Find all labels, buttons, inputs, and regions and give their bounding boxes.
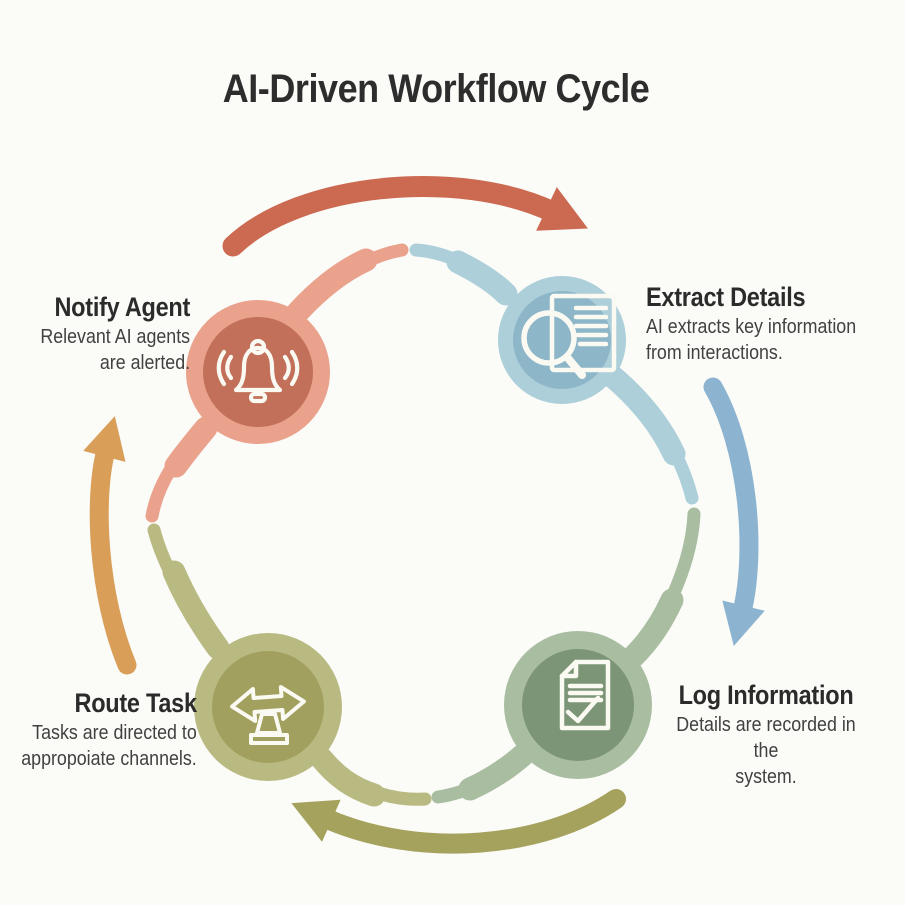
notify-agent-desc-line2: are alerted. [99, 351, 190, 374]
connector-route-bottom-thick [310, 747, 386, 807]
route-task-circle [212, 651, 324, 763]
notify-agent-circle [203, 317, 313, 427]
connector-extract-right-thick [600, 364, 686, 466]
extract-details-desc-line2: from interactions. [646, 341, 783, 364]
node-circles [186, 276, 652, 781]
connector-notify-left-thick [164, 416, 218, 478]
notify-agent-label: Notify Agent Relevant AI agents are aler… [0, 291, 190, 376]
page-title: AI-Driven Workflow Cycle [0, 67, 872, 112]
arrow-right [703, 377, 765, 646]
page-title-text: AI-Driven Workflow Cycle [222, 66, 650, 111]
ring-connectors [145, 243, 701, 807]
route-task-title: Route Task [74, 688, 198, 718]
log-information-title: Log Information [678, 680, 854, 710]
arrow-left [83, 416, 137, 675]
document-search-icon [521, 293, 617, 379]
connector-notify-top-thick [286, 248, 378, 324]
connector-log-bottom-thick [458, 743, 535, 801]
extract-details-label: Extract Details AI extracts key informat… [646, 281, 905, 366]
extract-details-title: Extract Details [646, 282, 806, 312]
extract-details-desc-line1: AI extracts key information [646, 315, 857, 338]
connector-route-left-thick [162, 560, 230, 660]
bell-icon [216, 338, 300, 404]
document-check-icon [559, 659, 611, 731]
notify-agent-desc-line1: Relevant AI agents [40, 325, 190, 348]
log-information-desc-line2: system. [735, 765, 797, 788]
connector-log-right-thick [622, 588, 684, 668]
arrow-top [222, 176, 588, 257]
arrow-bottom [291, 789, 626, 854]
extract-details-circle [513, 291, 611, 389]
log-information-label: Log Information Details are recorded in … [648, 679, 884, 790]
log-information-desc-line1: Details are recorded in the [676, 713, 856, 762]
route-task-desc-line2: appropoiate channels. [21, 747, 197, 770]
route-task-desc-line1: Tasks are directed to [32, 721, 197, 744]
cycle-arrows [83, 176, 765, 854]
route-arrows-icon [230, 685, 306, 745]
route-task-label: Route Task Tasks are directed to appropo… [0, 687, 197, 772]
notify-agent-title: Notify Agent [54, 292, 190, 322]
connector-extract-top-thick [446, 250, 518, 306]
